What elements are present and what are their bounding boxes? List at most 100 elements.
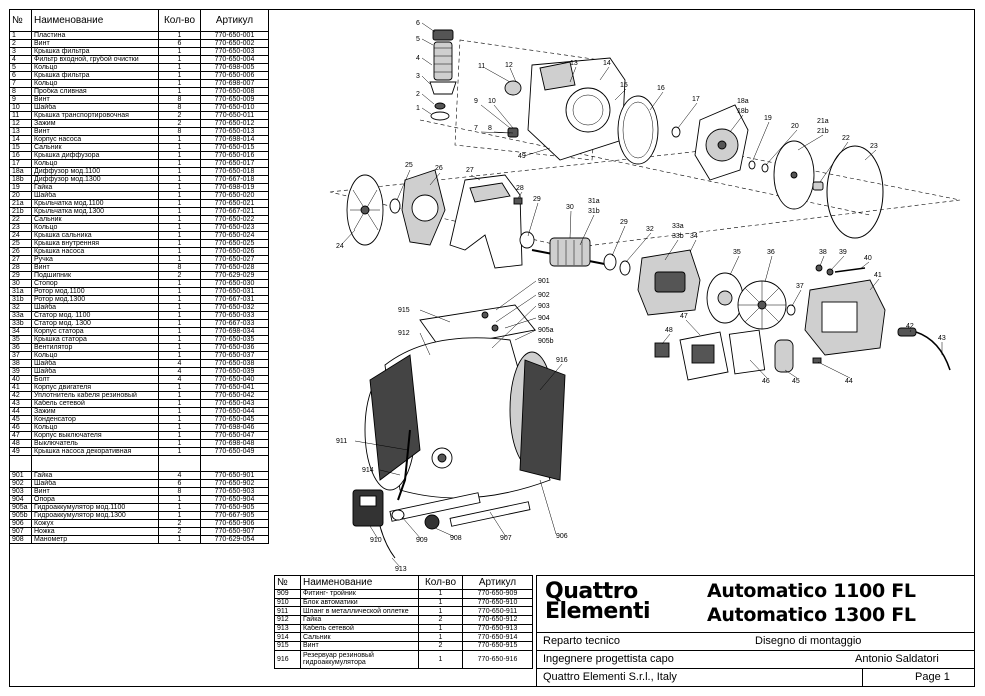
callout-905a: 905a xyxy=(538,327,554,334)
part-article: 770-650-047 xyxy=(200,431,269,440)
callout-18b: 18b xyxy=(737,108,749,115)
part-article: 770-650-902 xyxy=(200,479,269,488)
callout-1: 1 xyxy=(416,105,420,112)
part-number: 9 xyxy=(9,95,32,104)
part-qty: 4 xyxy=(158,375,201,384)
part-number: 44 xyxy=(9,407,32,416)
rotor-assembly xyxy=(519,231,631,276)
part-number: 908 xyxy=(9,535,32,544)
part-number: 28 xyxy=(9,263,32,272)
part-qty: 4 xyxy=(158,367,201,376)
header-num: № xyxy=(9,9,32,32)
callout-913: 913 xyxy=(395,566,407,573)
part-number: 12 xyxy=(9,119,32,128)
part-name: Корпус статора xyxy=(31,327,159,336)
callout-31b: 31b xyxy=(588,208,600,215)
part-name: Ротор мод.1100 xyxy=(31,287,159,296)
brand-line-1: Quattro xyxy=(545,579,638,604)
callout-907: 907 xyxy=(500,535,512,542)
callout-19: 19 xyxy=(764,115,772,122)
part-qty: 1 xyxy=(158,503,201,512)
part-article: 770-650-035 xyxy=(200,335,269,344)
part-number: 16 xyxy=(9,151,32,160)
part-name: Диффузор мод.1100 xyxy=(31,167,159,176)
callout-21b: 21b xyxy=(817,128,829,135)
part-article: 770-650-024 xyxy=(200,231,269,240)
part-qty: 1 xyxy=(158,135,201,144)
part-number: 901 xyxy=(9,471,32,480)
part-number: 7 xyxy=(9,79,32,88)
callout-10: 10 xyxy=(488,98,496,105)
part-name: Крышка сальника xyxy=(31,231,159,240)
part-name: Кольцо xyxy=(31,159,159,168)
part-article: 770-650-018 xyxy=(200,167,269,176)
header-name: Наименование xyxy=(31,9,159,32)
part-article: 770-650-037 xyxy=(200,351,269,360)
callout-22: 22 xyxy=(842,135,850,142)
part-qty: 1 xyxy=(158,351,201,360)
part-article: 770-650-010 xyxy=(200,103,269,112)
part-number: 38 xyxy=(9,359,32,368)
part-article: 770-650-006 xyxy=(200,71,269,80)
part-qty: 1 xyxy=(158,495,201,504)
part-qty: 2 xyxy=(418,641,463,651)
handle-frame xyxy=(449,174,523,269)
part-article: 770-650-040 xyxy=(200,375,269,384)
callout-18a: 18a xyxy=(737,98,749,105)
part-number: 15 xyxy=(9,143,32,152)
part-article: 770-698-034 xyxy=(200,327,269,336)
part-name: Корпус выключателя xyxy=(31,431,159,440)
part-name: Зажим xyxy=(31,407,159,416)
part-number: 35 xyxy=(9,335,32,344)
part-name: Крыльчатка мод.1300 xyxy=(31,207,159,216)
part-article: 770-650-022 xyxy=(200,215,269,224)
part-number: 22 xyxy=(9,215,32,224)
callout-2: 2 xyxy=(416,91,420,98)
part-number: 33b xyxy=(9,319,32,328)
part-name: Уплотнитель кабеля резиновый xyxy=(31,391,159,400)
callout-914: 914 xyxy=(362,467,374,474)
part-name: Фитинг- тройник xyxy=(300,589,419,599)
part-qty: 1 xyxy=(158,447,201,456)
part-number: 45 xyxy=(9,415,32,424)
callout-38: 38 xyxy=(819,249,827,256)
callout-20: 20 xyxy=(791,123,799,130)
callout-13: 13 xyxy=(570,60,578,67)
part-number: 24 xyxy=(9,231,32,240)
part-number: 19 xyxy=(9,183,32,192)
part-number: 49 xyxy=(9,447,32,456)
part-name: Крышка фильтра xyxy=(31,71,159,80)
part-name: Шайба xyxy=(31,367,159,376)
part-qty: 8 xyxy=(158,487,201,496)
part-article: 770-650-049 xyxy=(200,447,269,456)
part-qty: 1 xyxy=(158,399,201,408)
part-article: 770-650-910 xyxy=(462,597,533,608)
part-article: 770-650-026 xyxy=(200,247,269,256)
part-number: 914 xyxy=(274,632,301,643)
part-name: Винт xyxy=(31,95,159,104)
part-name: Вентилятор xyxy=(31,343,159,352)
part-number: 14 xyxy=(9,135,32,144)
part-name: Пластина xyxy=(31,31,159,40)
callout-15: 15 xyxy=(620,82,628,89)
part-article: 770-650-905 xyxy=(200,503,269,512)
part-number: 18b xyxy=(9,175,32,184)
part-article: 770-650-913 xyxy=(462,623,533,634)
page-number: Page 1 xyxy=(915,671,950,683)
part-article: 770-650-914 xyxy=(462,632,533,643)
